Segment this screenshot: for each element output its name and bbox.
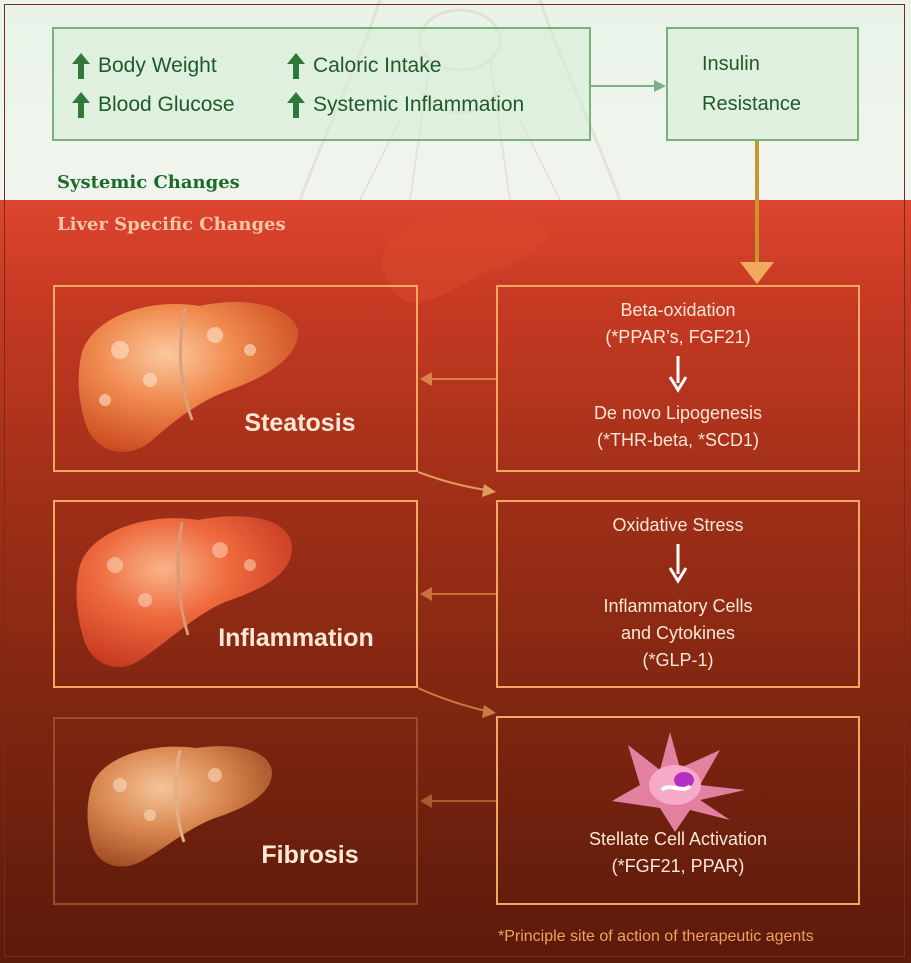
lipogenesis-label: De novo Lipogenesis — [593, 403, 763, 423]
insulin-to-liver-arrow — [740, 141, 774, 284]
factor-label: Systemic Inflammation — [313, 93, 525, 116]
inflammation-agents: (*GLP-1) — [642, 650, 714, 670]
up-arrow-icon — [287, 92, 305, 118]
factor-caloric-intake: Caloric Intake — [287, 53, 441, 79]
beta-oxidation-label: Beta-oxidation — [620, 300, 736, 320]
factors-to-insulin-arrow — [591, 80, 666, 92]
oxidative-stress-label: Oxidative Stress — [612, 515, 744, 535]
liver-icon — [87, 746, 272, 867]
mechanism-box-1 — [496, 285, 860, 472]
liver-icon — [76, 516, 292, 668]
mechanism-box-2 — [496, 500, 860, 688]
mechanism-to-steatosis-arrow — [420, 372, 496, 386]
mechanism-to-fibrosis-arrow — [420, 794, 496, 808]
beta-oxidation-agents: (*PPAR’s, FGF21) — [605, 327, 751, 347]
up-arrow-icon — [287, 53, 305, 79]
fibrosis-box — [53, 717, 418, 905]
factor-label: Caloric Intake — [313, 54, 442, 77]
insulin-label-line1: Insulin — [702, 53, 760, 75]
cytokines-label: and Cytokines — [620, 623, 736, 643]
insulin-label-line2: Resistance — [702, 93, 801, 115]
factor-body-weight: Body Weight — [72, 53, 217, 79]
up-arrow-icon — [72, 92, 90, 118]
systemic-factors-box — [52, 27, 591, 141]
factor-systemic-inflammation: Systemic Inflammation — [287, 92, 524, 118]
factor-label: Blood Glucose — [98, 93, 235, 116]
inflammation-to-stellate-arrow — [417, 687, 496, 718]
liver-changes-title: Liver Specific Changes — [57, 214, 286, 235]
factor-blood-glucose: Blood Glucose — [72, 92, 235, 118]
up-arrow-icon — [72, 53, 90, 79]
stellate-cell-agents: (*FGF21, PPAR) — [611, 856, 745, 876]
down-arrow-icon — [668, 356, 688, 393]
mechanism-to-inflammation-arrow — [420, 587, 496, 601]
steatosis-to-oxidative-arrow — [417, 471, 496, 497]
steatosis-box — [53, 285, 418, 472]
liver-icon — [78, 301, 299, 452]
stellate-cell-icon — [612, 732, 745, 832]
inflammatory-cells-label: Inflammatory Cells — [603, 596, 753, 616]
mechanism-box-3 — [496, 716, 860, 905]
stellate-cell-label: Stellate Cell Activation — [588, 829, 768, 849]
systemic-changes-title: Systemic Changes — [57, 172, 240, 193]
footnote: *Principle site of action of therapeutic… — [498, 928, 814, 945]
down-arrow-icon — [668, 544, 688, 584]
insulin-resistance-box — [666, 27, 859, 141]
inflammation-box — [53, 500, 418, 688]
factor-label: Body Weight — [98, 54, 217, 77]
stage-label-inflammation: Inflammation — [218, 624, 374, 652]
stage-label-fibrosis: Fibrosis — [261, 841, 359, 869]
stage-label-steatosis: Steatosis — [244, 409, 356, 437]
lipogenesis-agents: (*THR-beta, *SCD1) — [596, 430, 760, 450]
